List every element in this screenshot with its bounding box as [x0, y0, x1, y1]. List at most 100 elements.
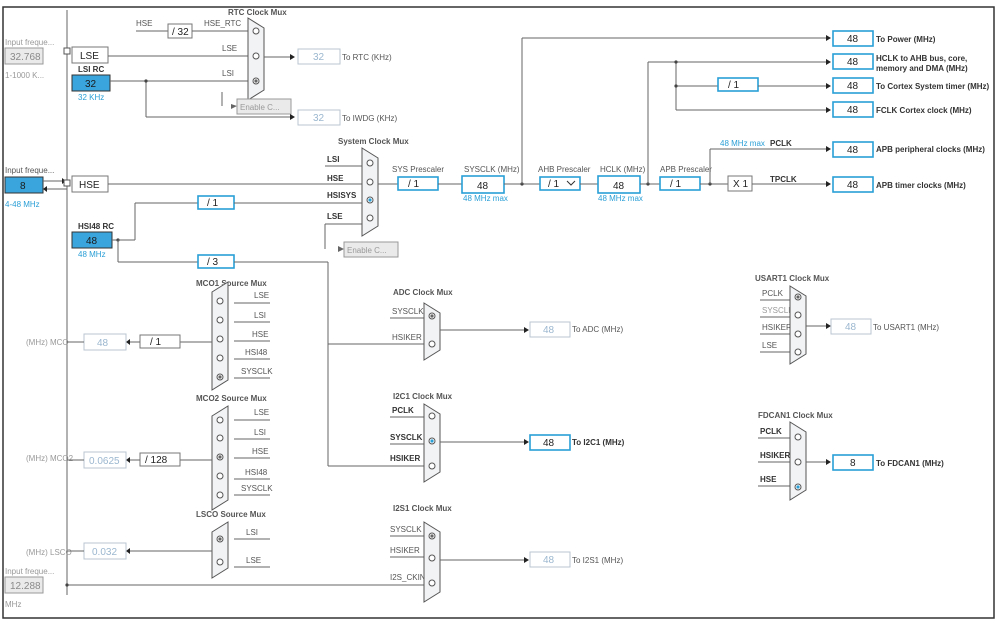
sys-prescaler-value: / 1 — [408, 179, 420, 190]
rtc-enable-css-button[interactable] — [236, 98, 292, 115]
i2c1-input-sysclk: SYSCLK — [390, 433, 423, 442]
hclk-value: 48 — [613, 181, 625, 192]
system-mux-option-lsi[interactable] — [366, 159, 374, 167]
fdcan1-output-box[interactable] — [832, 454, 874, 471]
output-apb-timer-box[interactable] — [832, 176, 874, 193]
iwdg-output-box — [297, 109, 341, 126]
usart1-option-hsiker[interactable] — [794, 330, 802, 338]
fdcan1-option-pclk[interactable] — [794, 433, 802, 441]
i2c1-mux-title: I2C1 Clock Mux — [393, 392, 453, 401]
adc-output-value: 48 — [543, 325, 555, 336]
lsco-option-lse[interactable] — [216, 558, 224, 566]
adc-option-hsiker[interactable] — [428, 340, 436, 348]
rtc-lse-label: LSE — [222, 44, 237, 53]
mco1-input-hsi48: HSI48 — [245, 348, 268, 357]
fdcan1-input-pclk: PCLK — [760, 427, 782, 436]
i2s1-mux-title: I2S1 Clock Mux — [393, 504, 452, 513]
i2c1-output-label: To I2C1 (MHz) — [572, 438, 625, 447]
output-cortex-timer-box[interactable] — [832, 77, 874, 94]
fdcan1-output-value: 8 — [850, 458, 856, 469]
adc-mux-title: ADC Clock Mux — [393, 288, 453, 297]
i2s1-clock-mux[interactable] — [423, 521, 441, 603]
mco1-option-lsi[interactable] — [216, 316, 224, 324]
mco1-output-label: (MHz) MCO — [26, 338, 69, 347]
ahb-prescaler-dropdown[interactable] — [539, 176, 581, 191]
output-fclk-value: 48 — [847, 105, 859, 116]
rtc-hse-rtc-label: HSE_RTC — [204, 19, 241, 28]
i2s-ckin-input-field[interactable] — [4, 576, 44, 594]
lse-input-field[interactable] — [4, 47, 44, 65]
mco1-option-hsi48[interactable] — [216, 354, 224, 362]
output-fclk-label: FCLK Cortex clock (MHz) — [876, 106, 972, 115]
adc-output-box — [529, 321, 571, 338]
rtc-mux-option-lse[interactable] — [252, 52, 260, 60]
mco1-option-lse[interactable] — [216, 297, 224, 305]
output-hclk-label: HCLK to AHB bus, core, — [876, 54, 967, 63]
hclk-label: HCLK (MHz) — [600, 165, 646, 174]
cortex-timer-prescaler[interactable] — [717, 77, 759, 92]
usart1-mux-title: USART1 Clock Mux — [755, 274, 830, 283]
output-power-value: 48 — [847, 34, 859, 45]
mco2-option-sysclk[interactable] — [216, 491, 224, 499]
i2c1-input-hsiker: HSIKER — [390, 454, 420, 463]
lsco-output-label: (MHz) LSCO — [26, 548, 72, 557]
adc-input-sysclk: SYSCLK — [392, 307, 424, 316]
output-hclk-box[interactable] — [832, 53, 874, 70]
i2s1-option-hsiker[interactable] — [428, 554, 436, 562]
i2s1-output-label: To I2S1 (MHz) — [572, 556, 623, 565]
rtc-mux-option-hse[interactable] — [252, 27, 260, 35]
i2c1-option-hsiker[interactable] — [428, 462, 436, 470]
iwdg-output-label: To IWDG (KHz) — [342, 114, 397, 123]
lsco-source-mux[interactable] — [211, 521, 229, 579]
lse-source-label: LSE — [80, 51, 99, 62]
mco1-mux-title: MCO1 Source Mux — [196, 279, 267, 288]
system-mux-option-hse[interactable] — [366, 178, 374, 186]
system-clock-mux[interactable] — [361, 147, 379, 237]
lsi-rc-box[interactable] — [71, 74, 111, 92]
fdcan1-option-hsiker[interactable] — [794, 458, 802, 466]
lsi-rc-value: 32 — [85, 79, 97, 90]
system-mux-lse-label: LSE — [327, 212, 343, 221]
i2s1-option-i2s-ckin[interactable] — [428, 579, 436, 587]
system-mux-hsisys-label: HSISYS — [327, 191, 357, 200]
rtc-mux-title: RTC Clock Mux — [228, 8, 287, 17]
output-fclk-box[interactable] — [832, 101, 874, 118]
pclk-max: 48 MHz max — [720, 139, 765, 148]
mco1-option-hse[interactable] — [216, 335, 224, 343]
usart1-option-lse[interactable] — [794, 348, 802, 356]
tpclk-label: TPCLK — [770, 175, 797, 184]
mco2-mux-title: MCO2 Source Mux — [196, 394, 267, 403]
lsco-input-lsi: LSI — [246, 528, 258, 537]
mco2-option-hsi48[interactable] — [216, 472, 224, 480]
output-apb-timer-label: APB timer clocks (MHz) — [876, 181, 966, 190]
system-enable-css-button[interactable] — [343, 241, 399, 258]
fdcan1-output-label: To FDCAN1 (MHz) — [876, 459, 944, 468]
i2s1-input-sysclk: SYSCLK — [390, 525, 422, 534]
hse-pin — [63, 179, 71, 187]
hse-input-field[interactable] — [4, 176, 44, 194]
output-power-box[interactable] — [832, 30, 874, 47]
adc-clock-mux[interactable] — [423, 302, 441, 361]
mco2-input-lsi: LSI — [254, 428, 266, 437]
apb-timer-multiplier-label: X 1 — [733, 179, 748, 190]
system-mux-option-lse[interactable] — [366, 214, 374, 222]
output-apb-peripheral-box[interactable] — [832, 141, 874, 158]
system-mux-lsi-label: LSI — [327, 155, 339, 164]
mco2-option-lsi[interactable] — [216, 434, 224, 442]
output-hclk-value: 48 — [847, 57, 859, 68]
output-apb-timer-value: 48 — [847, 180, 859, 191]
i2c1-output-box[interactable] — [529, 434, 571, 451]
lsco-mux-title: LSCO Source Mux — [196, 510, 266, 519]
i2c1-option-pclk[interactable] — [428, 412, 436, 420]
mco2-option-lse[interactable] — [216, 416, 224, 424]
usart1-option-sysclk[interactable] — [794, 311, 802, 319]
apb-prescaler-label: APB Prescaler — [660, 165, 712, 174]
rtc-output-value: 32 — [313, 52, 325, 63]
output-hclk-label-2: memory and DMA (MHz) — [876, 64, 968, 73]
output-apb-peripheral-label: APB peripheral clocks (MHz) — [876, 145, 985, 154]
usart1-clock-mux[interactable] — [789, 285, 807, 365]
fdcan1-mux-title: FDCAN1 Clock Mux — [758, 411, 833, 420]
lse-input-value: 32.768 — [10, 52, 41, 63]
